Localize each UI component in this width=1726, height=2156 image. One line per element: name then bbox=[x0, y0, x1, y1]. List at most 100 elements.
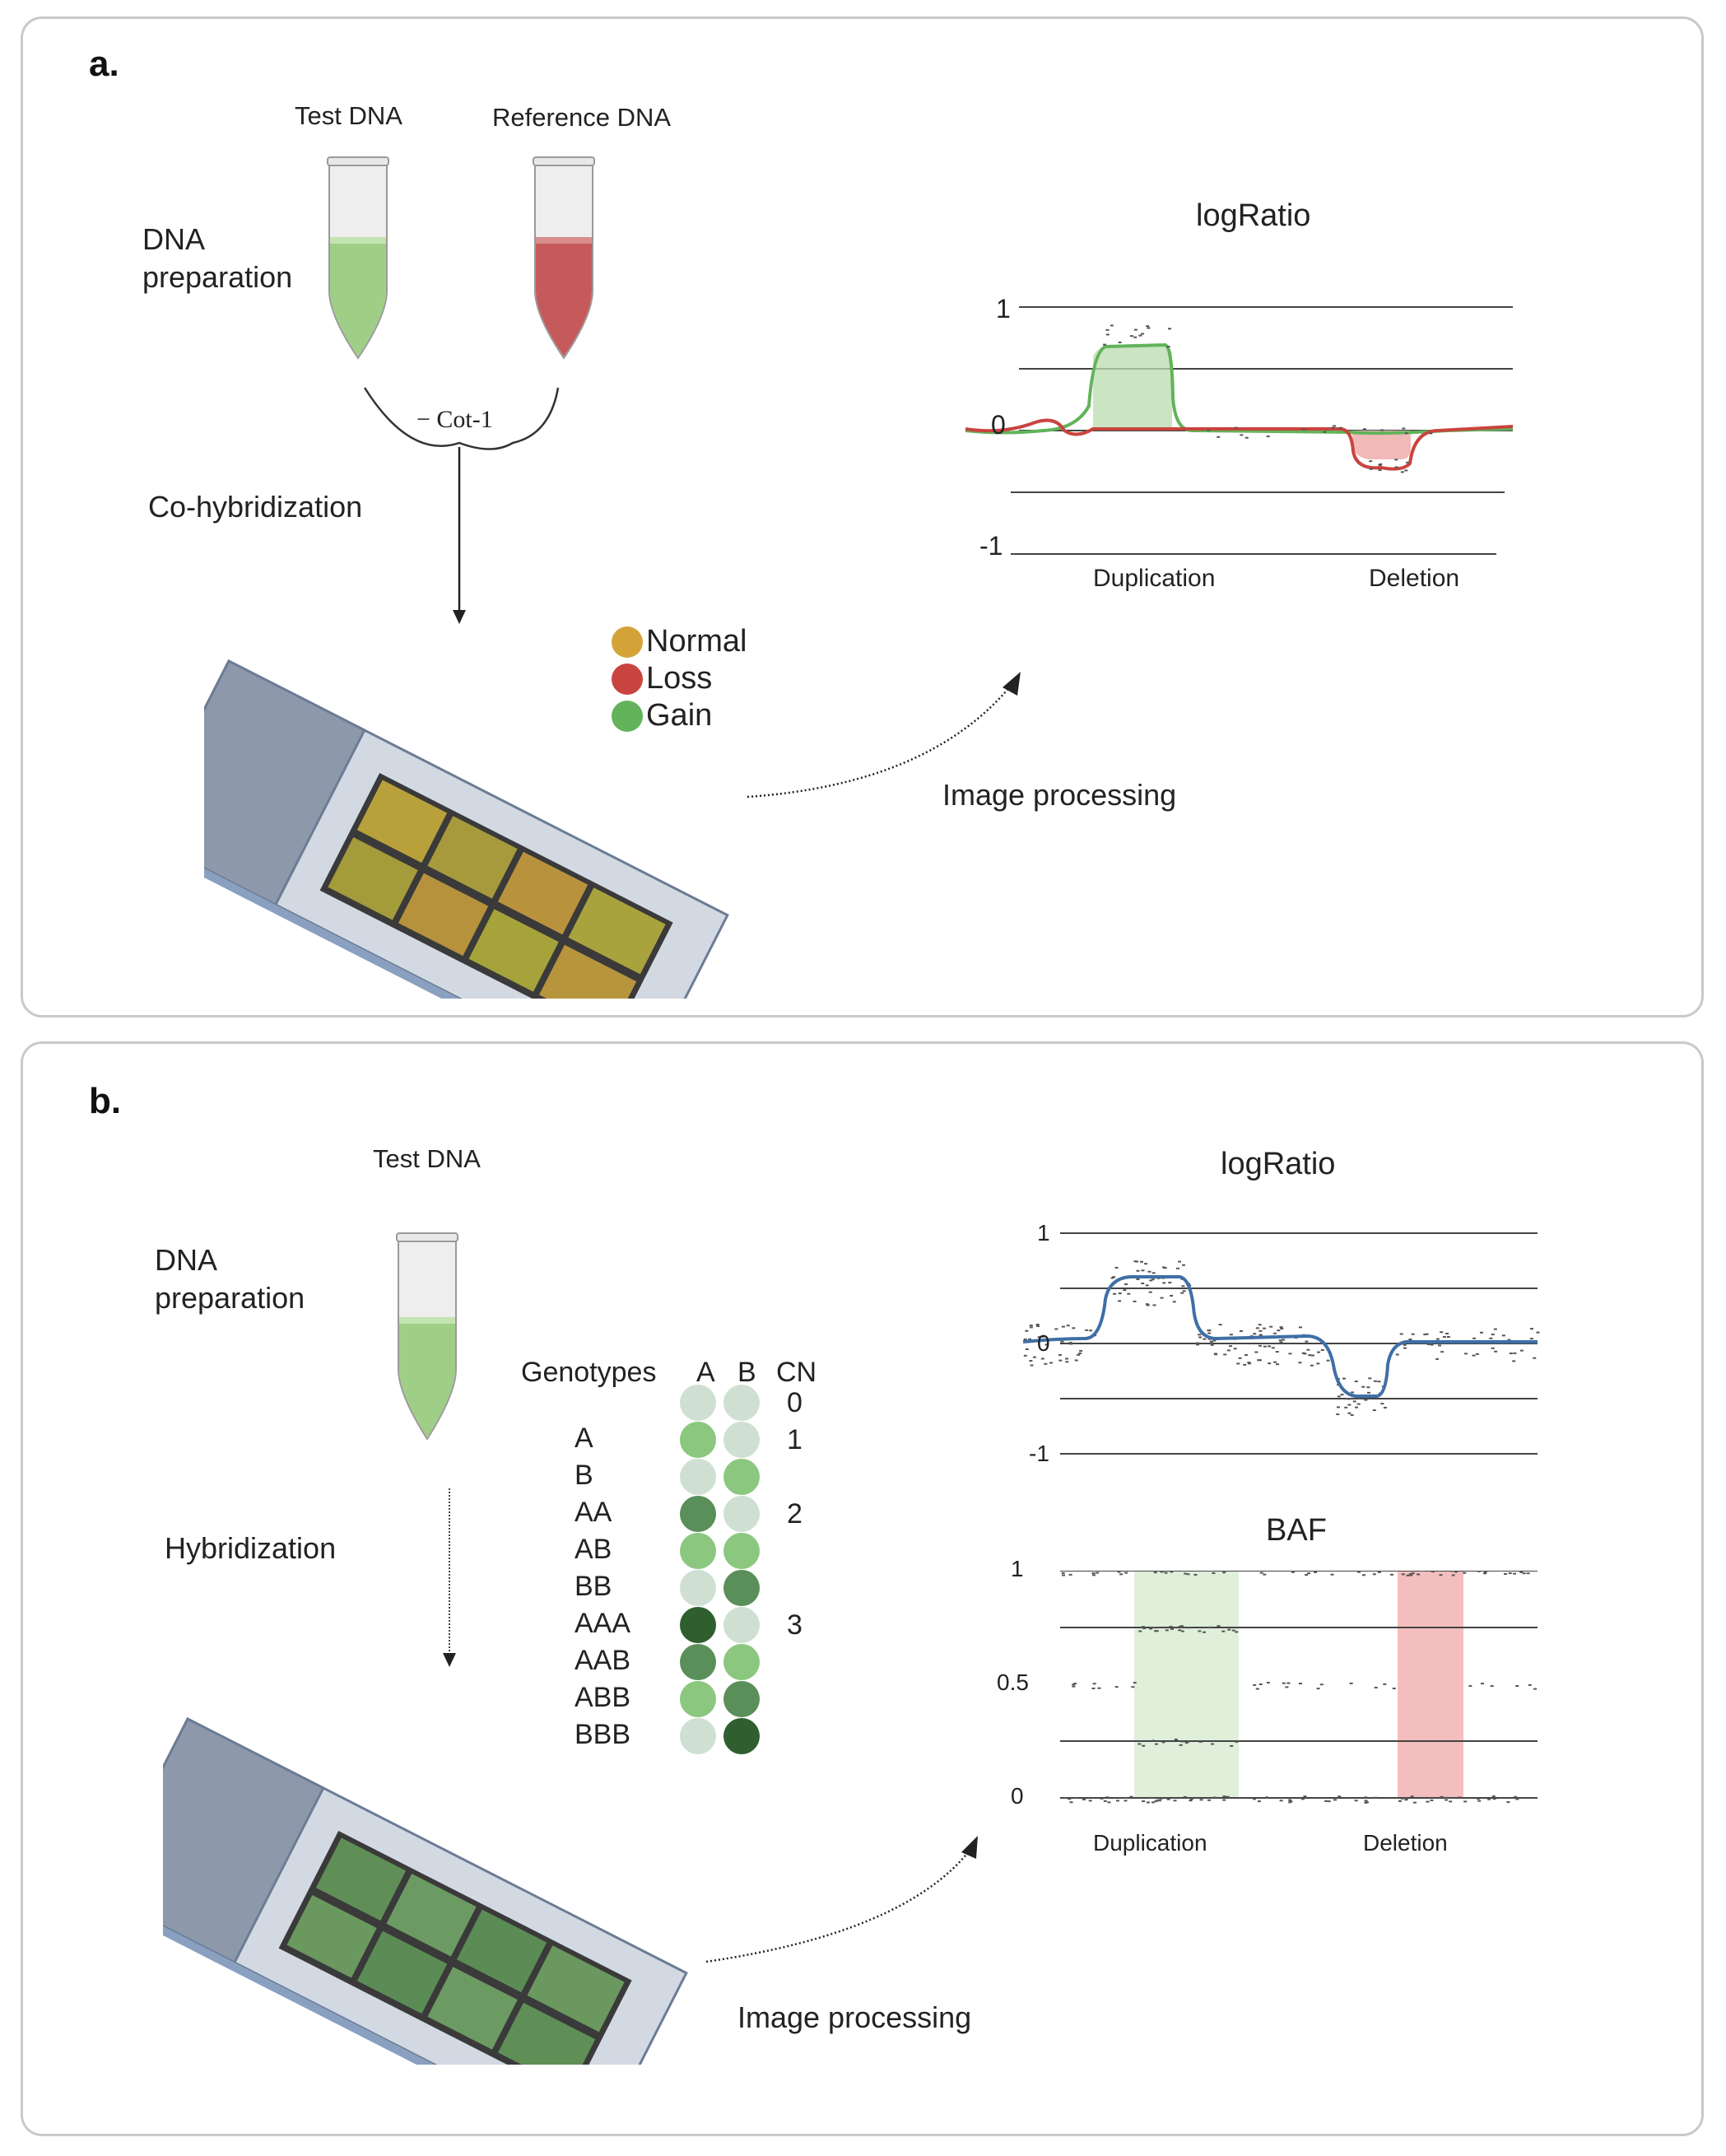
scatter-point bbox=[1144, 1263, 1148, 1265]
scatter-point bbox=[1198, 1336, 1203, 1339]
scatter-point bbox=[1127, 1292, 1131, 1295]
scatter-point bbox=[1172, 1301, 1176, 1303]
cot1-arc bbox=[363, 387, 560, 450]
scatter-point bbox=[1163, 1267, 1167, 1269]
scatter-point bbox=[1210, 1343, 1214, 1346]
reference-dna-label: Reference DNA bbox=[492, 103, 672, 132]
scatter-point bbox=[1158, 1800, 1162, 1802]
scatter-point bbox=[1347, 1398, 1351, 1400]
tick-label-1: 1 bbox=[1037, 1220, 1050, 1246]
scatter-point bbox=[1072, 1685, 1076, 1688]
scatter-point bbox=[1268, 1345, 1272, 1348]
genotype-label: AA bbox=[575, 1497, 612, 1528]
allele-b-dot-icon bbox=[723, 1681, 760, 1717]
scatter-point bbox=[1279, 1341, 1283, 1343]
scatter-point bbox=[1401, 1573, 1405, 1576]
scatter-point bbox=[1154, 1630, 1158, 1632]
allele-a-dot-icon bbox=[680, 1570, 716, 1606]
scatter-point bbox=[1301, 1352, 1305, 1354]
scatter-point bbox=[1180, 1740, 1184, 1743]
scatter-point bbox=[1331, 426, 1335, 429]
scatter-point bbox=[1151, 1801, 1156, 1804]
scatter-point bbox=[1061, 1572, 1065, 1574]
scatter-point bbox=[1298, 1362, 1302, 1364]
scatter-point bbox=[1222, 1799, 1226, 1801]
scatter-point bbox=[1378, 469, 1382, 472]
allele-a-dot-icon bbox=[680, 1459, 716, 1495]
scatter-point bbox=[1023, 1338, 1027, 1340]
scatter-point bbox=[1480, 1683, 1484, 1685]
scatter-point bbox=[1235, 1740, 1239, 1743]
scatter-point bbox=[1508, 1572, 1512, 1575]
image-processing-arrow-head bbox=[1003, 672, 1021, 696]
scatter-point bbox=[1133, 1682, 1137, 1684]
scatter-point bbox=[1142, 1744, 1146, 1747]
scatter-point bbox=[1065, 1361, 1069, 1363]
scatter-point bbox=[1074, 1359, 1078, 1362]
scatter-point bbox=[1490, 1685, 1494, 1688]
scatter-point bbox=[1128, 1571, 1132, 1572]
scatter-point bbox=[1372, 1573, 1376, 1576]
dna-preparation-label: DNA preparation bbox=[155, 1243, 305, 1315]
scatter-point bbox=[1105, 333, 1110, 336]
scatter-point bbox=[1170, 1295, 1174, 1297]
scatter-point bbox=[1213, 1353, 1217, 1355]
logratio-chart-b bbox=[1022, 1232, 1540, 1455]
scatter-point bbox=[1243, 1363, 1247, 1366]
scatter-point bbox=[1323, 431, 1327, 433]
scatter-point bbox=[1135, 1571, 1139, 1572]
genotype-label: AB bbox=[575, 1534, 612, 1565]
scatter-point bbox=[1326, 1359, 1330, 1362]
allele-b-dot-icon bbox=[723, 1718, 760, 1754]
scatter-point bbox=[1337, 1395, 1341, 1398]
scatter-point bbox=[1439, 1574, 1443, 1576]
scatter-point bbox=[1463, 1353, 1468, 1355]
scatter-point bbox=[1196, 1343, 1200, 1346]
scatter-point bbox=[1372, 1409, 1376, 1412]
copy-number-label: 1 bbox=[787, 1424, 803, 1455]
scatter-point bbox=[1378, 463, 1382, 466]
scatter-point bbox=[1030, 1364, 1034, 1367]
reference-dna-tube bbox=[533, 156, 595, 360]
scatter-point bbox=[1124, 1796, 1128, 1799]
scatter-point bbox=[1440, 1351, 1445, 1353]
allele-b-dot-icon bbox=[723, 1422, 760, 1458]
scatter-point bbox=[1361, 1574, 1365, 1576]
scatter-point bbox=[1499, 1571, 1503, 1572]
scatter-point bbox=[1131, 1686, 1135, 1688]
scatter-point bbox=[1445, 1332, 1449, 1334]
scatter-point bbox=[1277, 1329, 1281, 1332]
scatter-point bbox=[1244, 1353, 1248, 1356]
scatter-point bbox=[1487, 1798, 1491, 1800]
scatter-point bbox=[1263, 1327, 1267, 1329]
genotype-b-header: B bbox=[737, 1357, 756, 1388]
allele-a-dot-icon bbox=[680, 1422, 716, 1458]
scatter-point bbox=[1501, 1334, 1505, 1337]
chart-title: logRatio bbox=[1196, 198, 1311, 233]
copy-number-label: 0 bbox=[787, 1387, 803, 1418]
scatter-point bbox=[1258, 1344, 1262, 1347]
scatter-point bbox=[1105, 1796, 1110, 1799]
scatter-point bbox=[1404, 469, 1408, 472]
test-dna-label: Test DNA bbox=[373, 1144, 481, 1173]
scatter-point bbox=[1253, 1683, 1257, 1686]
scatter-point bbox=[1463, 1572, 1467, 1574]
scatter-point bbox=[1025, 1329, 1029, 1332]
scatter-point bbox=[1151, 1627, 1155, 1629]
scatter-point bbox=[1324, 1800, 1328, 1802]
scatter-point bbox=[1442, 1336, 1446, 1339]
scatter-point bbox=[1044, 1343, 1049, 1346]
scatter-point bbox=[1092, 1683, 1096, 1685]
scatter-point bbox=[1366, 1386, 1370, 1389]
scatter-point bbox=[1269, 1325, 1273, 1328]
scatter-point bbox=[1068, 1798, 1072, 1800]
scatter-point bbox=[1060, 1340, 1064, 1343]
scatter-point bbox=[1351, 1391, 1355, 1394]
scatter-point bbox=[1152, 1304, 1156, 1306]
scatter-point bbox=[1141, 1269, 1145, 1272]
scatter-point bbox=[1528, 1683, 1532, 1686]
scatter-point bbox=[1114, 1266, 1119, 1269]
baf-tick-05: 0.5 bbox=[997, 1669, 1029, 1695]
scatter-point bbox=[1040, 1357, 1044, 1360]
scatter-point bbox=[1207, 1799, 1212, 1801]
